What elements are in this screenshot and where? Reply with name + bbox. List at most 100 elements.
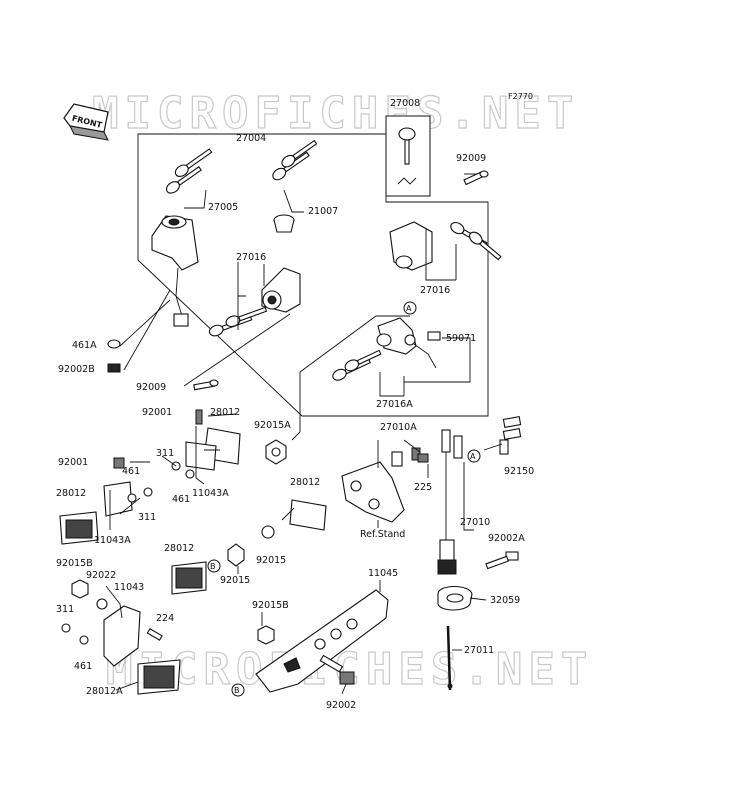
side-stand-bracket-icon xyxy=(341,461,405,523)
bolt-icon-224 xyxy=(146,628,163,641)
callout-B-lower: B xyxy=(231,683,245,697)
label-32059: 32059 xyxy=(490,595,520,606)
nut-icon-311-left xyxy=(61,623,71,633)
label-11043A-upper: 11043A xyxy=(192,488,229,499)
seat-lock-icon-right xyxy=(389,221,433,271)
label-27016A: 27016A xyxy=(376,399,413,410)
washer-icon-461-left xyxy=(79,635,89,645)
label-28012-upper: 28012 xyxy=(210,407,240,418)
label-311-lower: 311 xyxy=(56,604,74,615)
bracket-icon-11043A-upper xyxy=(171,441,217,479)
label-92001-lower: 92001 xyxy=(58,457,88,468)
bolt-icon-92001-lower xyxy=(113,457,125,469)
plate-icon-28012-left xyxy=(59,511,99,545)
label-21007: 21007 xyxy=(308,206,338,217)
seat-lock-icon xyxy=(261,267,301,313)
label-225: 225 xyxy=(414,482,432,493)
label-92002A: 92002A xyxy=(488,533,525,544)
nut-icon-92015B-left xyxy=(71,579,89,599)
label-11043: 11043 xyxy=(114,582,144,593)
watermark-bottom: MICROFICHES.NET xyxy=(106,644,593,695)
label-28012-mid: 28012 xyxy=(290,477,320,488)
label-27008: 27008 xyxy=(390,98,420,109)
label-28012-left: 28012 xyxy=(56,488,86,499)
lock-key-pair-icon-3 xyxy=(332,349,382,381)
label-92002: 92002 xyxy=(326,700,356,711)
front-arrow-icon: FRONT xyxy=(63,103,109,141)
label-461-lower: 461 xyxy=(74,661,92,672)
label-27004: 27004 xyxy=(236,133,266,144)
nut-icon-92015B-lower xyxy=(257,625,275,645)
washer-icon-92022 xyxy=(96,598,108,610)
plate-icon-28012A xyxy=(137,659,181,695)
helmet-lock-icon xyxy=(376,317,437,369)
label-27016-mid: 27016 xyxy=(236,252,266,263)
bolt-icon-92150 xyxy=(499,416,522,455)
label-461-upper: 461 xyxy=(122,466,140,477)
key-pair-icon xyxy=(272,139,318,181)
label-11043A-lower: 11043A xyxy=(94,535,131,546)
plate-icon-28012-lower xyxy=(171,543,245,595)
label-92009-top: 92009 xyxy=(456,153,486,164)
side-stand-switch-icon xyxy=(437,429,463,575)
washer-icon-461A xyxy=(107,339,121,349)
cable-tie-icon-27011 xyxy=(446,625,453,691)
lock-key-pair-icon-1 xyxy=(208,306,268,337)
label-92015A: 92015A xyxy=(254,420,291,431)
label-27005: 27005 xyxy=(208,202,238,213)
bolt-icon-92002B xyxy=(107,363,121,373)
bolt-icon-92002A xyxy=(485,551,519,570)
switch-connector-icon-27010A xyxy=(391,447,421,467)
screw-icon-92009-top xyxy=(463,170,489,186)
svg-text:A: A xyxy=(406,304,412,313)
clip-icon-59071 xyxy=(427,331,441,341)
svg-text:A: A xyxy=(470,452,476,461)
nut-icon-92015A xyxy=(265,439,287,465)
callout-A-right: A xyxy=(467,449,481,463)
svg-text:B: B xyxy=(210,562,216,571)
label-92015B-left: 92015B xyxy=(56,558,93,569)
callout-B-mid: B xyxy=(207,559,221,573)
label-28012-lower: 28012 xyxy=(164,543,194,554)
bolt-icon-92002 xyxy=(319,654,355,685)
label-28012A: 28012A xyxy=(86,686,123,697)
lock-key-pair-icon-2 xyxy=(450,221,502,261)
label-92001-upper: 92001 xyxy=(142,407,172,418)
figure-code: F2770 xyxy=(508,92,533,101)
ignition-switch-icon xyxy=(151,215,199,327)
bracket-icon-11043A-lower xyxy=(103,481,153,517)
label-461-mid: 461 xyxy=(172,494,190,505)
stay-bracket-icon-11045 xyxy=(255,589,389,693)
watermark-top: MICROFICHES.NET xyxy=(92,88,579,139)
label-461A: 461A xyxy=(72,340,97,351)
ignition-key-pair-icon xyxy=(165,148,213,194)
label-27011: 27011 xyxy=(464,645,494,656)
label-92015B-lower: 92015B xyxy=(252,600,289,611)
clamp-icon-32059 xyxy=(437,585,473,611)
label-59071: 59071 xyxy=(446,333,476,344)
plate-icon-28012-mid xyxy=(261,499,327,539)
bolt-icon-225 xyxy=(417,453,429,463)
cap-icon xyxy=(273,214,295,233)
label-ref-stand: Ref.Stand xyxy=(360,529,405,540)
label-27016-right: 27016 xyxy=(420,285,450,296)
label-92015-lower: 92015 xyxy=(220,575,250,586)
key-blank-icon xyxy=(397,127,417,185)
svg-text:B: B xyxy=(234,686,240,695)
label-311-mid: 311 xyxy=(138,512,156,523)
label-92009-mid: 92009 xyxy=(136,382,166,393)
leader-lines xyxy=(105,173,503,695)
label-311-upper: 311 xyxy=(156,448,174,459)
label-92022: 92022 xyxy=(86,570,116,581)
label-27010A: 27010A xyxy=(380,422,417,433)
label-92002B: 92002B xyxy=(58,364,95,375)
label-27010: 27010 xyxy=(460,517,490,528)
label-92015: 92015 xyxy=(256,555,286,566)
label-11045: 11045 xyxy=(368,568,398,579)
label-224: 224 xyxy=(156,613,174,624)
screw-icon-92009-mid xyxy=(193,379,219,391)
bracket-icon-11043 xyxy=(103,605,141,667)
callout-A-upper: A xyxy=(403,301,417,315)
label-92150: 92150 xyxy=(504,466,534,477)
